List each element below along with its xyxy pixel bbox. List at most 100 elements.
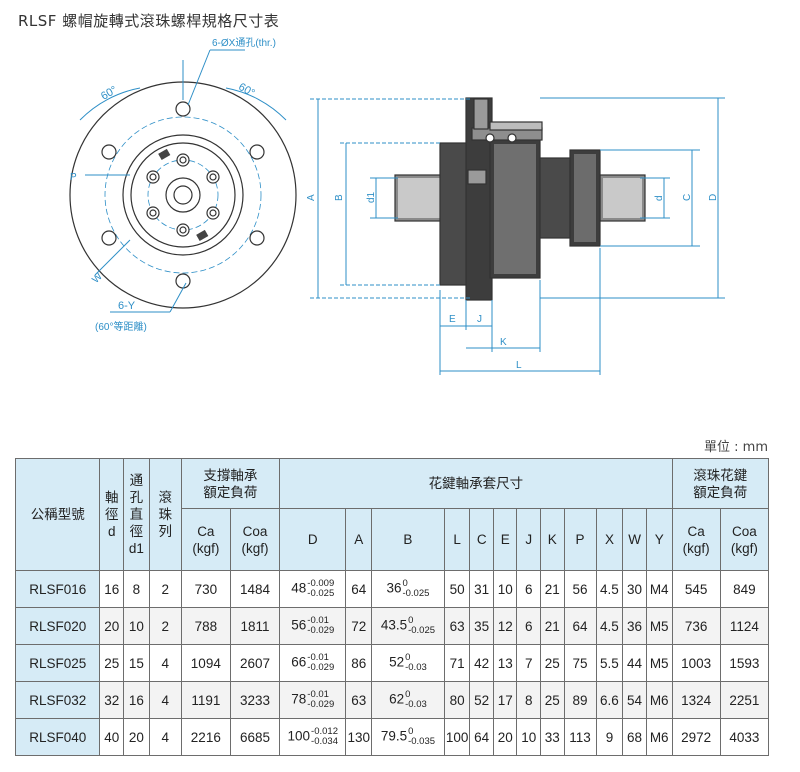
table-cell-y: M6 xyxy=(645,718,673,756)
shaft-circle xyxy=(165,177,201,213)
header-B: B xyxy=(371,508,445,571)
y-label: 6-Y xyxy=(118,300,136,312)
table-cell-w: 68 xyxy=(622,718,647,756)
angle-label-1: 60° xyxy=(99,84,119,103)
table-cell-model: RLSF040 xyxy=(14,718,101,756)
table-cell-ca: 788 xyxy=(180,607,231,645)
header-J: J xyxy=(516,508,541,571)
nut-inner-circle xyxy=(130,142,236,248)
table-cell-coa: 1484 xyxy=(229,570,281,608)
header-D: D xyxy=(279,508,347,571)
table-cell-l: 63 xyxy=(443,607,471,645)
table-cell-w: 36 xyxy=(622,607,647,645)
table-cell-model: RLSF020 xyxy=(14,607,101,645)
table-cell-w: 30 xyxy=(622,570,647,608)
table-cell-a: 64 xyxy=(345,570,373,608)
side-dim-lines xyxy=(310,97,725,375)
dim-a-label: A xyxy=(306,194,317,201)
table-cell-j: 6 xyxy=(516,607,541,645)
table-cell-d1: 8 xyxy=(123,570,150,608)
table-cell-c: 31 xyxy=(469,570,494,608)
table-cell-balls: 2 xyxy=(148,607,182,645)
table-cell-d: 25 xyxy=(99,644,124,682)
dim-d-outer-label: D xyxy=(708,194,719,201)
table-cell-coa2: 849 xyxy=(719,570,770,608)
p-label: P xyxy=(70,172,77,183)
table-cell-l: 50 xyxy=(443,570,471,608)
table-cell-d1: 15 xyxy=(123,644,150,682)
table-cell-ca: 730 xyxy=(180,570,231,608)
front-dim-lines xyxy=(79,49,287,313)
table-cell-p: 89 xyxy=(563,681,597,719)
header-coa2: Coa(kgf) xyxy=(719,508,770,571)
table-cell-c: 35 xyxy=(469,607,494,645)
table-cell-coa2: 1593 xyxy=(719,644,770,682)
dim-b-label: B xyxy=(334,194,345,201)
header-C: C xyxy=(469,508,494,571)
header-A: A xyxy=(345,508,373,571)
dim-d-label: d xyxy=(654,195,665,201)
table-cell-d: 100-0.012-0.034 xyxy=(279,718,347,756)
header-Y: Y xyxy=(645,508,673,571)
table-cell-d: 78-0.01-0.029 xyxy=(279,681,347,719)
table-cell-l: 71 xyxy=(443,644,471,682)
table-cell-e: 20 xyxy=(492,718,518,756)
table-cell-x: 6.6 xyxy=(595,681,624,719)
dim-d1-label: d1 xyxy=(366,191,377,203)
table-cell-a: 63 xyxy=(345,681,373,719)
flange-holes xyxy=(101,101,265,289)
table-cell-model: RLSF032 xyxy=(14,681,101,719)
table-cell-y: M5 xyxy=(645,644,673,682)
table-cell-a: 130 xyxy=(345,718,373,756)
table-cell-model: RLSF025 xyxy=(14,644,101,682)
table-cell-d1: 16 xyxy=(123,681,150,719)
table-cell-x: 4.5 xyxy=(595,570,624,608)
table-cell-e: 13 xyxy=(492,644,518,682)
table-cell-e: 12 xyxy=(492,607,518,645)
technical-drawing: 6-ØX通孔(thr.) 60° 60° P W 6-Y (60°等距離) xyxy=(69,37,725,375)
table-cell-y: M6 xyxy=(645,681,673,719)
table-cell-k: 25 xyxy=(539,644,565,682)
table-cell-j: 7 xyxy=(516,644,541,682)
table-cell-coa2: 4033 xyxy=(719,718,770,756)
table-cell-x: 5.5 xyxy=(595,644,624,682)
header-W: W xyxy=(622,508,647,571)
table-cell-w: 54 xyxy=(622,681,647,719)
table-cell-d: 16 xyxy=(99,570,124,608)
dim-e-label: E xyxy=(449,314,456,325)
shaft-core-circle xyxy=(173,185,193,205)
table-cell-p: 75 xyxy=(563,644,597,682)
table-cell-a: 72 xyxy=(345,607,373,645)
table-cell-ca2: 736 xyxy=(671,607,721,645)
table-cell-y: M5 xyxy=(645,607,673,645)
table-cell-d: 40 xyxy=(99,718,124,756)
table-cell-balls: 2 xyxy=(148,570,182,608)
table-cell-j: 6 xyxy=(516,570,541,608)
header-model: 公稱型號 xyxy=(14,458,101,571)
side-view xyxy=(394,97,646,301)
table-cell-balls: 4 xyxy=(148,718,182,756)
table-cell-j: 10 xyxy=(516,718,541,756)
table-cell-balls: 4 xyxy=(148,644,182,682)
table-cell-p: 64 xyxy=(563,607,597,645)
table-cell-p: 113 xyxy=(563,718,597,756)
table-cell-coa2: 2251 xyxy=(719,681,770,719)
header-balls: 滾珠列 xyxy=(148,458,182,571)
table-cell-x: 9 xyxy=(595,718,624,756)
header-spline-group: 花鍵軸承套尺寸 xyxy=(279,458,673,509)
w-label: W xyxy=(90,271,105,286)
table-cell-coa: 1811 xyxy=(229,607,281,645)
lube-fittings xyxy=(158,148,209,241)
dim-c-label: C xyxy=(682,194,693,201)
